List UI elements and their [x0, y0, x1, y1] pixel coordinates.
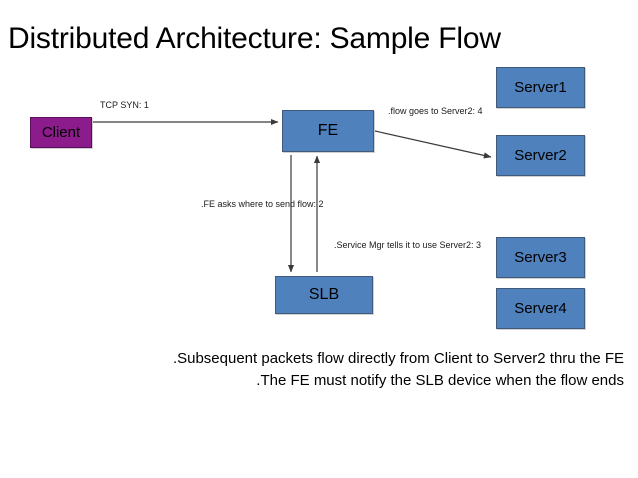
annotation-service-mgr-use-server2: .Service Mgr tells it to use Server2: 3: [334, 240, 482, 250]
bullet-list: .Subsequent packets flow directly from C…: [14, 348, 624, 392]
annotation-flow-goes-to-server2: .flow goes to Server2: 4: [388, 106, 483, 116]
node-server2[interactable]: Server2: [496, 135, 585, 176]
node-slb-label: SLB: [308, 286, 340, 303]
annotation-tcp-syn: TCP SYN: 1: [100, 100, 149, 110]
node-server3-label: Server3: [514, 249, 567, 266]
node-fe-label: FE: [317, 122, 339, 139]
node-client-label: Client: [41, 124, 81, 141]
page-title: Distributed Architecture: Sample Flow: [8, 22, 501, 55]
node-slb[interactable]: SLB: [275, 276, 373, 314]
node-server3[interactable]: Server3: [496, 237, 585, 278]
node-server1-label: Server1: [514, 79, 567, 96]
bullet-line-1: .Subsequent packets flow directly from C…: [172, 350, 624, 367]
node-server4[interactable]: Server4: [496, 288, 585, 329]
node-server1[interactable]: Server1: [496, 67, 585, 108]
node-server2-label: Server2: [514, 147, 567, 164]
node-client[interactable]: Client: [30, 117, 92, 148]
node-server4-label: Server4: [514, 300, 567, 317]
node-fe[interactable]: FE: [282, 110, 374, 152]
annotation-fe-asks-where-to-send-flow: .FE asks where to send flow: 2: [201, 199, 324, 209]
arrow-fe-to-server2: [374, 130, 492, 159]
bullet-line-2: .The FE must notify the SLB device when …: [256, 372, 624, 389]
